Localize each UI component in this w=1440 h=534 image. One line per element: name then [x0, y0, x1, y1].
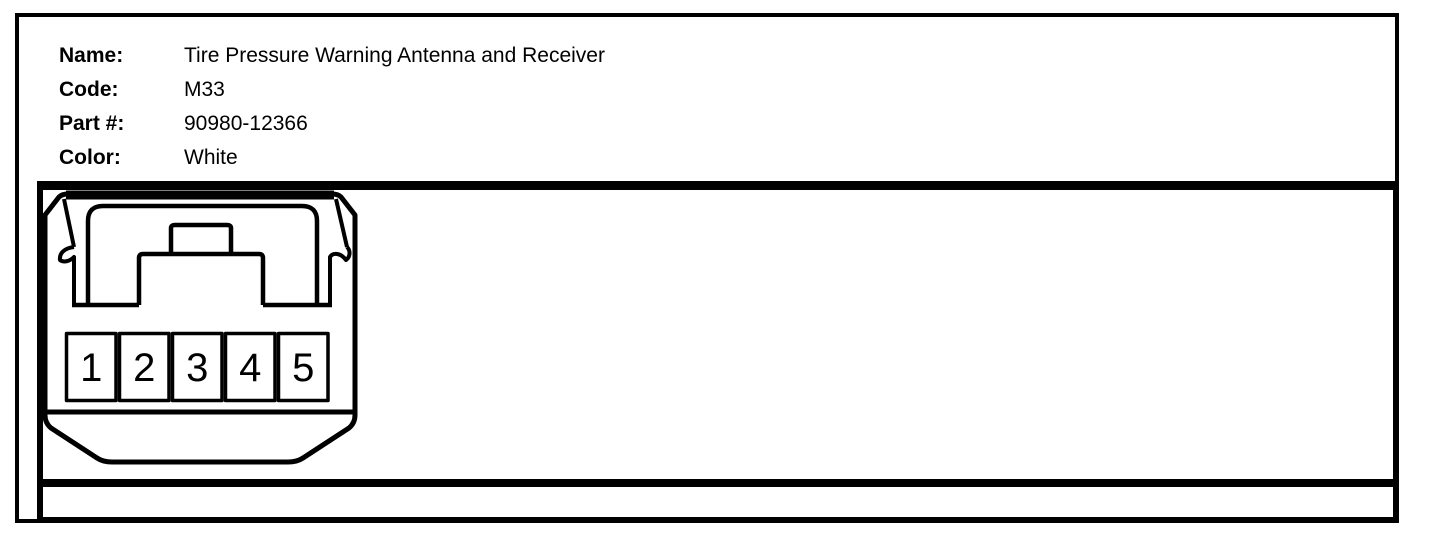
- right-bevel-line: [334, 198, 349, 248]
- pin-number: 2: [133, 346, 155, 390]
- diagram-panel: [37, 181, 1399, 487]
- connector-header: Name: Tire Pressure Warning Antenna and …: [59, 39, 1359, 175]
- connector-diagram: 1 2 3 4 5: [42, 190, 358, 465]
- pin-cell: [276, 331, 330, 403]
- color-label: Color:: [59, 146, 121, 169]
- right-lock-notch: [328, 245, 352, 306]
- pin-cell: [117, 331, 171, 403]
- header-row-name: Name: Tire Pressure Warning Antenna and …: [59, 39, 1359, 73]
- pin-number: 4: [239, 346, 261, 390]
- left-lock-notch: [57, 245, 76, 306]
- color-value: White: [184, 146, 238, 169]
- pin-cell: [223, 331, 277, 403]
- pin-cell: [64, 331, 118, 403]
- pin-number: 1: [80, 346, 102, 390]
- code-label: Code:: [59, 78, 119, 101]
- pin-row: 1 2 3 4 5: [64, 331, 330, 403]
- connector-body-outline: [42, 191, 358, 465]
- pin-cell: [170, 331, 224, 403]
- pin-number: 5: [292, 346, 314, 390]
- center-plateau: [136, 251, 266, 305]
- part-number-value: 90980-12366: [184, 112, 308, 135]
- name-value: Tire Pressure Warning Antenna and Receiv…: [184, 44, 605, 67]
- header-row-part-number: Part #: 90980-12366: [59, 107, 1359, 141]
- part-number-label: Part #:: [59, 112, 125, 135]
- shroud-arch: [85, 203, 320, 306]
- pin-number: 3: [186, 346, 208, 390]
- bottom-strip: [37, 487, 1399, 523]
- header-row-color: Color: White: [59, 141, 1359, 175]
- keying-tab: [168, 222, 234, 254]
- header-row-code: Code: M33: [59, 73, 1359, 107]
- left-bevel-line: [62, 198, 76, 248]
- code-value: M33: [184, 78, 225, 101]
- name-label: Name:: [59, 44, 124, 67]
